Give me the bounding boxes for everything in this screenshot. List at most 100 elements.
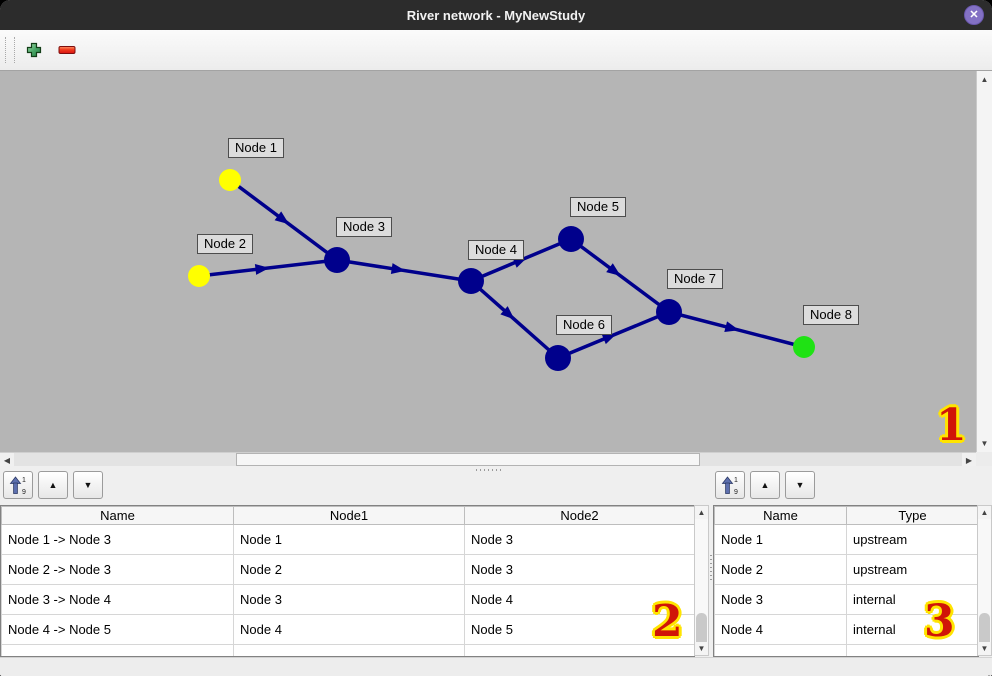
toolbar: [0, 30, 992, 71]
triangle-up-icon: ▲: [760, 479, 770, 490]
move-down-button[interactable]: ▼: [73, 471, 103, 499]
sort-button[interactable]: 1 9: [3, 471, 33, 499]
table-row[interactable]: Node 2 upstream: [714, 554, 978, 585]
node-n3[interactable]: [324, 247, 350, 273]
titlebar: River network - MyNewStudy ✕: [0, 0, 992, 30]
table-row[interactable]: Node 2 -> Node 3 Node 2 Node 3: [1, 554, 694, 585]
cell-node2: Node 5: [464, 614, 694, 645]
cell-name: Node 3 -> Node 4: [1, 584, 234, 615]
reaches-table-scrollbar[interactable]: ▲ ▼: [694, 505, 709, 656]
annotation-1: 1: [936, 400, 967, 451]
node-n6[interactable]: [545, 345, 571, 371]
chevron-down-icon[interactable]: ▼: [978, 642, 991, 655]
node-n4[interactable]: [458, 268, 484, 294]
node-label[interactable]: Node 3: [336, 217, 392, 237]
column-header-node2[interactable]: Node2: [464, 506, 694, 525]
nodes-table: Name Type Node 1 upstream Node 2 upstrea…: [713, 505, 979, 657]
node-label[interactable]: Node 5: [570, 197, 626, 217]
cell-name: Node 1 -> Node 3: [1, 524, 234, 555]
chevron-left-icon: ◀: [3, 455, 11, 465]
cell-name: Node 4 -> Node 5: [1, 614, 234, 645]
triangle-down-icon: ▼: [795, 479, 805, 490]
node-label[interactable]: Node 1: [228, 138, 284, 158]
chevron-up-icon: ▲: [980, 75, 989, 84]
window-title: River network - MyNewStudy: [406, 7, 586, 23]
vertical-splitter-handle[interactable]: [710, 554, 712, 580]
table-row[interactable]: Node 3 -> Node 4 Node 3 Node 4: [1, 584, 694, 615]
table-row-empty: [1, 644, 694, 656]
node-label[interactable]: Node 4: [468, 240, 524, 260]
minus-icon: [58, 46, 76, 54]
column-header-name[interactable]: Name: [1, 506, 234, 525]
sort-ascending-icon: 1 9: [721, 476, 738, 495]
remove-button[interactable]: [54, 37, 80, 63]
svg-text:9: 9: [734, 489, 738, 495]
scroll-thumb[interactable]: [696, 613, 707, 655]
column-header-type[interactable]: Type: [846, 506, 978, 525]
plus-icon: [26, 42, 42, 58]
close-button[interactable]: ✕: [964, 5, 984, 25]
svg-text:1: 1: [22, 477, 26, 484]
scroll-left-button[interactable]: ◀: [0, 453, 14, 467]
sort-ascending-icon: 1 9: [9, 476, 26, 495]
toolbar-drag-handle[interactable]: [5, 37, 15, 63]
column-header-node1[interactable]: Node1: [233, 506, 465, 525]
horizontal-scroll-thumb[interactable]: [236, 453, 700, 466]
reaches-toolbar: 1 9 ▲ ▼: [3, 471, 103, 499]
chevron-up-icon[interactable]: ▲: [978, 506, 991, 519]
table-row[interactable]: Node 4 -> Node 5 Node 4 Node 5: [1, 614, 694, 645]
scroll-thumb[interactable]: [979, 613, 990, 655]
cell-name: Node 4: [714, 614, 847, 645]
network-canvas[interactable]: Node 1 Node 2 Node 3 Node 4 Node 5 Node 6 Node…: [0, 71, 976, 452]
flow-arrow-icon: [500, 306, 515, 320]
scroll-up-button[interactable]: ▲: [695, 506, 708, 519]
flow-arrow-icon: [601, 333, 617, 345]
node-n1[interactable]: [219, 169, 241, 191]
cell-node1: Node 4: [233, 614, 465, 645]
scroll-down-button[interactable]: ▼: [977, 436, 992, 451]
cell-type: upstream: [846, 554, 978, 585]
lower-panel: 1 9 ▲ ▼ 1 9 ▲ ▼: [0, 466, 992, 657]
triangle-up-icon: ▲: [48, 479, 58, 490]
node-label[interactable]: Node 8: [803, 305, 859, 325]
node-n2[interactable]: [188, 265, 210, 287]
table-row[interactable]: Node 4 internal: [714, 614, 978, 645]
status-bar: [0, 657, 992, 676]
add-button[interactable]: [21, 37, 47, 63]
cell-node1: Node 1: [233, 524, 465, 555]
node-n7[interactable]: [656, 299, 682, 325]
annotation-2: 2: [652, 596, 683, 647]
node-n5[interactable]: [558, 226, 584, 252]
resize-grip-icon[interactable]: [984, 671, 986, 673]
chevron-down-icon: ▼: [697, 644, 706, 653]
node-label[interactable]: Node 6: [556, 315, 612, 335]
sort-button[interactable]: 1 9: [715, 471, 745, 499]
column-header-name[interactable]: Name: [714, 506, 847, 525]
move-up-button[interactable]: ▲: [750, 471, 780, 499]
node-n8[interactable]: [793, 336, 815, 358]
node-label[interactable]: Node 2: [197, 234, 253, 254]
node-label[interactable]: Node 7: [667, 269, 723, 289]
canvas-vertical-scrollbar[interactable]: ▲ ▼: [976, 71, 992, 452]
chevron-right-icon: ▶: [965, 455, 973, 465]
cell-name: Node 1: [714, 524, 847, 555]
nodes-table-scrollbar[interactable]: ▲ ▼: [977, 505, 992, 656]
cell-node2: Node 3: [464, 524, 694, 555]
scroll-right-button[interactable]: ▶: [962, 453, 976, 467]
cell-type: internal: [846, 584, 978, 615]
scroll-down-button[interactable]: ▼: [695, 642, 708, 655]
chevron-down-icon: ▼: [980, 439, 989, 448]
scrollbar-corner: [976, 452, 992, 466]
canvas-horizontal-scrollbar[interactable]: ◀ ▶: [0, 452, 976, 467]
table-row[interactable]: Node 1 -> Node 3 Node 1 Node 3: [1, 524, 694, 555]
table-row[interactable]: Node 1 upstream: [714, 524, 978, 555]
flow-arrow-icon: [724, 321, 740, 333]
network-svg: [188, 169, 815, 371]
close-icon: ✕: [969, 8, 979, 21]
scroll-up-button[interactable]: ▲: [977, 72, 992, 87]
reaches-table: Name Node1 Node2 Node 1 -> Node 3 Node 1…: [0, 505, 695, 657]
move-down-button[interactable]: ▼: [785, 471, 815, 499]
horizontal-splitter-handle[interactable]: [476, 469, 504, 471]
move-up-button[interactable]: ▲: [38, 471, 68, 499]
